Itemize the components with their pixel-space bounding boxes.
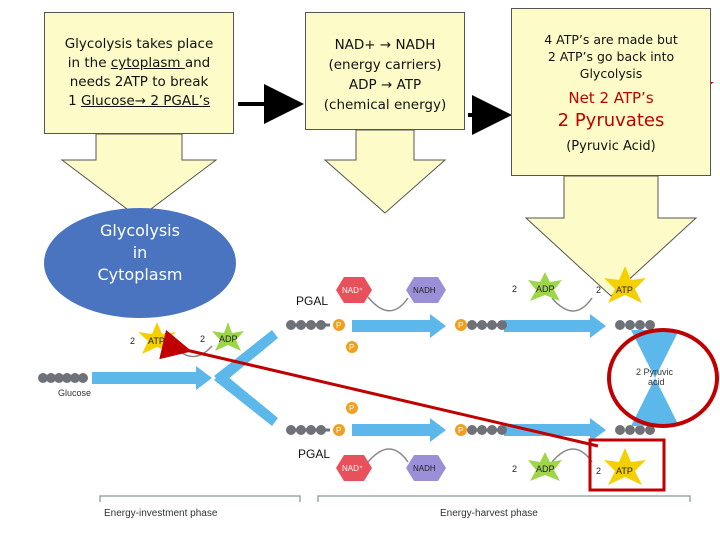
glycolysis-in-cytoplasm-oval: Glycolysis in Cytoplasm <box>44 208 236 318</box>
nadh-badge-bottom <box>406 455 446 481</box>
upper-intermediate-molecule <box>455 319 507 331</box>
net-atp-label: Net 2 ATP’s <box>568 89 654 107</box>
phosphate-label: P <box>336 321 341 330</box>
nad-badge-top <box>336 277 372 303</box>
nad-label-top: NAD⁺ <box>342 286 363 295</box>
atp-label-left: ATP <box>148 336 165 346</box>
energy-investment-phase-label: Energy-investment phase <box>104 508 218 519</box>
nadh-badge-top <box>406 277 446 303</box>
net-atp-callout: 4 ATP’s are made but 2 ATP’s go back int… <box>511 8 711 176</box>
callout3-line2: 2 ATP’s go back into <box>547 49 675 64</box>
upper-harvest-arrow-1 <box>352 314 446 338</box>
nad-label-bottom: NAD⁺ <box>342 464 363 473</box>
phosphate-label: P <box>458 321 463 330</box>
callout1-line4: 1 Glucose→ 2 PGAL’s <box>68 93 210 109</box>
down-arrow-box1 <box>60 133 218 219</box>
coefficient-2-top-atp: 2 <box>596 285 601 295</box>
nad-badge-bottom <box>336 455 372 481</box>
phosphate-label: P <box>458 426 463 435</box>
lower-harvest-arrow-1 <box>352 418 446 442</box>
investment-phase-bracket <box>99 495 301 502</box>
coefficient-2-top-adp: 2 <box>512 284 517 294</box>
adp-star-icon-bottom <box>528 452 562 481</box>
energy-carriers-callout: NAD+ → NADH (energy carriers) ADP → ATP … <box>305 12 465 130</box>
callout1-line1: Glycolysis takes place <box>64 36 214 52</box>
pgal-label-top: PGAL <box>296 294 329 308</box>
coefficient-2-left-adp: 2 <box>200 334 205 344</box>
free-phosphate-lower <box>346 402 358 414</box>
callout1-line3: needs 2ATP to break <box>69 74 209 90</box>
atp-label-bottom: ATP <box>616 466 633 476</box>
lower-end-molecule <box>615 425 655 435</box>
pyruvic-acid-label-line2: acid <box>648 377 665 387</box>
pgal-label-bottom: PGAL <box>298 447 331 461</box>
oval-line1: Glycolysis <box>100 221 180 240</box>
callout2-line4: (chemical energy) <box>323 97 447 113</box>
split-lower-branch <box>214 372 278 426</box>
down-arrow-box3 <box>524 175 698 297</box>
adp-label-top: ADP <box>536 284 555 294</box>
upper-pgal-molecule <box>286 319 345 331</box>
lower-pgal-molecule <box>286 424 345 436</box>
phosphate-label: P <box>349 343 354 352</box>
callout2-line2: (energy carriers) <box>328 57 442 73</box>
pyruvic-acid-label-line1: 2 Pyruvic <box>636 367 674 377</box>
adp-label-left: ADP <box>219 334 238 344</box>
atp-highlight-box <box>588 438 666 492</box>
upper-harvest-arrow-2 <box>504 314 606 338</box>
glucose-molecule <box>38 373 88 383</box>
adp-to-atp-arrow-top <box>551 297 593 312</box>
free-phosphate-upper <box>346 341 358 353</box>
atp-star-icon-top <box>604 266 646 303</box>
nadh-label-bottom: NADH <box>413 464 436 473</box>
oval-line3: Cytoplasm <box>97 265 183 284</box>
harvest-phase-bracket <box>317 495 691 502</box>
callout3-line3: Glycolysis <box>579 66 643 81</box>
lower-harvest-arrow-2 <box>504 418 606 442</box>
pyruvic-acid-label: (Pyruvic Acid) <box>566 139 656 154</box>
nad-to-nadh-arrow-top <box>367 296 409 312</box>
glycolysis-location-callout: Glycolysis takes place in the cytoplasm … <box>44 12 234 134</box>
oval-line2: in <box>132 243 148 262</box>
pyruvates-label: 2 Pyruvates <box>557 110 665 131</box>
phosphate-label: P <box>349 404 354 413</box>
upper-end-molecule <box>615 320 655 330</box>
atp-star-icon-bottom <box>604 448 646 485</box>
callout3-line1: 4 ATP’s are made but <box>544 32 678 47</box>
pyruvic-acid-highlight <box>607 328 719 428</box>
coefficient-2-bottom-atp: 2 <box>596 466 601 476</box>
coefficient-2-left: 2 <box>130 336 135 346</box>
adp-star-icon-top <box>528 272 562 301</box>
adp-to-atp-arrow-bottom <box>551 448 593 463</box>
coefficient-2-bottom-adp: 2 <box>512 464 517 474</box>
glucose-label: Glucose <box>58 388 91 398</box>
callout2-line1: NAD+ → NADH <box>334 37 436 53</box>
adp-label-bottom: ADP <box>536 464 555 474</box>
adp-star-icon-left <box>212 322 244 351</box>
atp-label-top: ATP <box>616 285 633 295</box>
energy-harvest-phase-label: Energy-harvest phase <box>440 508 538 519</box>
nadh-label-top: NADH <box>413 286 436 295</box>
phosphate-label: P <box>336 426 341 435</box>
lower-intermediate-molecule <box>455 424 507 436</box>
atp-return-line <box>159 329 599 448</box>
nad-to-nadh-arrow-bottom <box>367 448 409 463</box>
glucose-pathway-arrow <box>92 366 212 390</box>
split-upper-branch <box>214 330 278 384</box>
callout2-line3: ADP → ATP <box>348 77 422 93</box>
down-arrow-box2 <box>323 129 447 214</box>
callout1-line2: in the cytoplasm and <box>67 55 211 71</box>
